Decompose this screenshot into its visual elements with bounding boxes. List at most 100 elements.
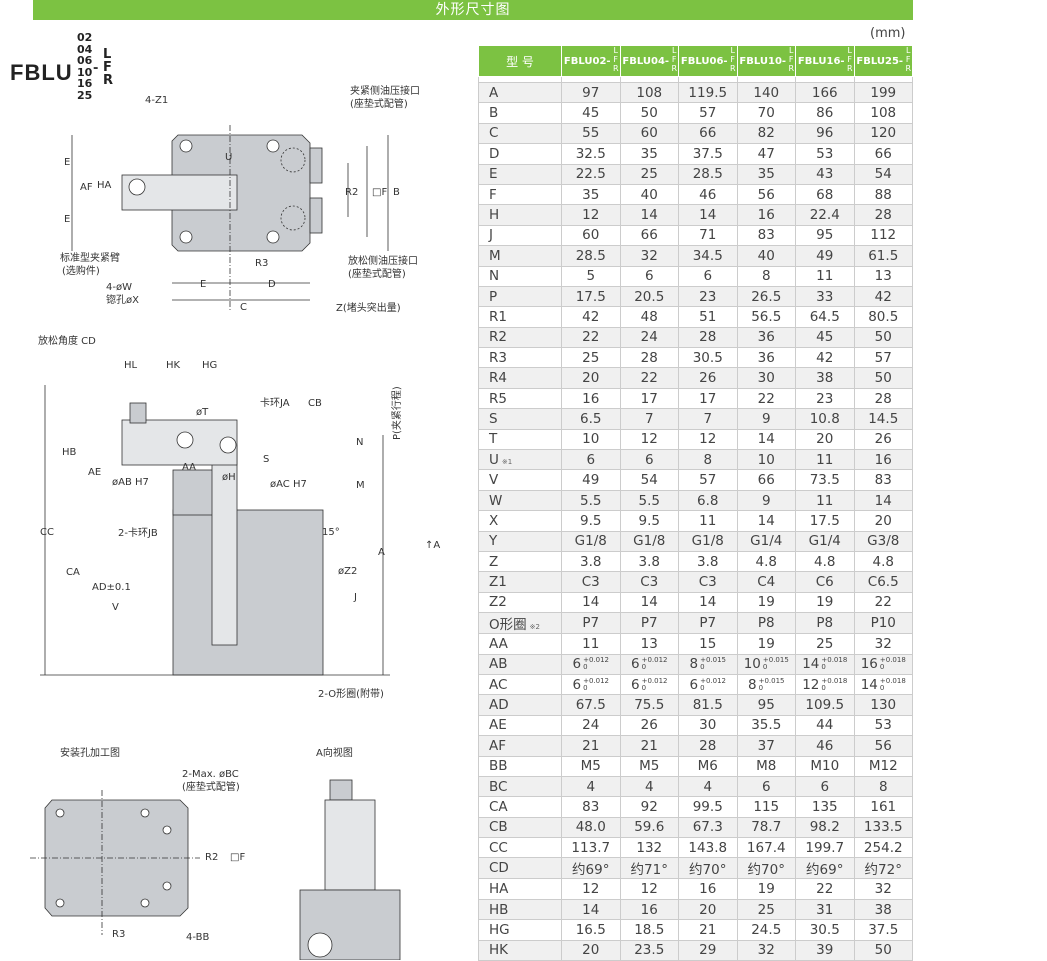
column-name: FBLU16- [797, 55, 845, 67]
table-cell: 37.5 [853, 919, 913, 941]
row-label: CA [478, 796, 562, 818]
table-cell: 48 [619, 306, 679, 328]
table-cell: 7 [678, 408, 738, 430]
row-label: BC [478, 775, 562, 798]
table-cell: G1/8 [678, 530, 738, 552]
table-cell: 16 [736, 204, 796, 226]
table-cell: 6.8 [678, 489, 738, 512]
row-label: R1 [478, 306, 562, 328]
table-cell: 14 [736, 510, 796, 532]
label-release_port: 放松侧油压接口 [348, 254, 418, 267]
table-cell: 12 [561, 204, 621, 226]
table-cell: 73.5 [795, 469, 855, 491]
table-cell: 22 [736, 387, 796, 410]
table-cell: 14 [619, 204, 679, 226]
table-cell: 3.8 [619, 550, 679, 573]
table-cell: 97 [561, 81, 621, 104]
row-label: P [478, 285, 562, 308]
label-cd: 放松角度 CD [38, 334, 96, 347]
table-cell: 约69° [795, 857, 855, 880]
table-cell: 167.4 [736, 837, 796, 859]
table-cell: C3 [619, 571, 679, 593]
table-cell: 30.5 [678, 347, 738, 369]
table-cell: 132 [619, 837, 679, 859]
table-cell: 13 [619, 633, 679, 655]
table-cell: 约70° [736, 857, 796, 880]
table-cell: 56 [736, 183, 796, 206]
dimension-label: AA [182, 462, 196, 473]
table-cell: 59.6 [619, 816, 679, 839]
table-cell: C4 [736, 571, 796, 593]
table-cell: 28 [678, 326, 738, 349]
table-cell: 25 [795, 633, 855, 655]
table-cell: C6 [795, 571, 855, 593]
row-label: A [478, 81, 562, 104]
table-cell: 60 [561, 224, 621, 247]
row-label: CD [478, 857, 562, 880]
table-cell: M8 [736, 755, 796, 777]
row-label: Z1 [478, 571, 562, 593]
dimension-label: CA [66, 567, 80, 578]
side-view [40, 385, 390, 676]
table-cell: 78.7 [736, 816, 796, 839]
table-cell: P8 [736, 612, 796, 635]
row-label: D [478, 143, 562, 165]
table-cell: 82 [736, 122, 796, 145]
table-cell: 83 [736, 224, 796, 247]
table-cell: 119.5 [678, 81, 738, 104]
table-cell: 19 [736, 633, 796, 655]
table-cell: 32.5 [561, 143, 621, 165]
table-cell: 57 [678, 102, 738, 124]
table-cell: 20 [561, 939, 621, 961]
table-cell: 32 [853, 633, 913, 655]
table-cell: P8 [795, 612, 855, 635]
table-cell: 35.5 [736, 714, 796, 737]
table-cell: 66 [619, 224, 679, 247]
row-label: S [478, 408, 562, 430]
label-ja: 卡环JA [260, 396, 290, 409]
column-name: FBLU10- [739, 55, 787, 67]
table-cell: 5.5 [619, 489, 679, 512]
table-cell: 83 [561, 796, 621, 818]
table-cell: 199.7 [795, 837, 855, 859]
dimension-label: 15° [322, 527, 340, 538]
table-cell: 143.8 [678, 837, 738, 859]
row-label: AF [478, 735, 562, 757]
table-cell: 66 [736, 469, 796, 491]
model-size: 06 [77, 54, 93, 67]
table-cell: 50 [853, 326, 913, 349]
table-cell: 24.5 [736, 919, 796, 941]
table-cell: 11 [795, 449, 855, 471]
table-cell: 92 [619, 796, 679, 818]
table-cell: 38 [795, 367, 855, 389]
table-cell: 67.5 [561, 694, 621, 716]
table-cell: 35 [736, 163, 796, 185]
table-cell: 16 [561, 387, 621, 410]
dimension-label: AE [88, 467, 101, 478]
table-cell: 66 [853, 143, 913, 165]
table-cell: 95 [795, 224, 855, 247]
section-title: 外形尺寸图 [33, 0, 913, 20]
table-cell: 5.5 [561, 489, 621, 512]
row-label: O形圈※2 [478, 612, 562, 635]
dimension-label: øH [222, 472, 236, 483]
dimension-label: C [240, 302, 247, 313]
table-cell: 20 [678, 898, 738, 921]
table-cell: 16 [678, 878, 738, 900]
table-cell: 11 [795, 265, 855, 287]
table-cell: 38 [853, 898, 913, 921]
